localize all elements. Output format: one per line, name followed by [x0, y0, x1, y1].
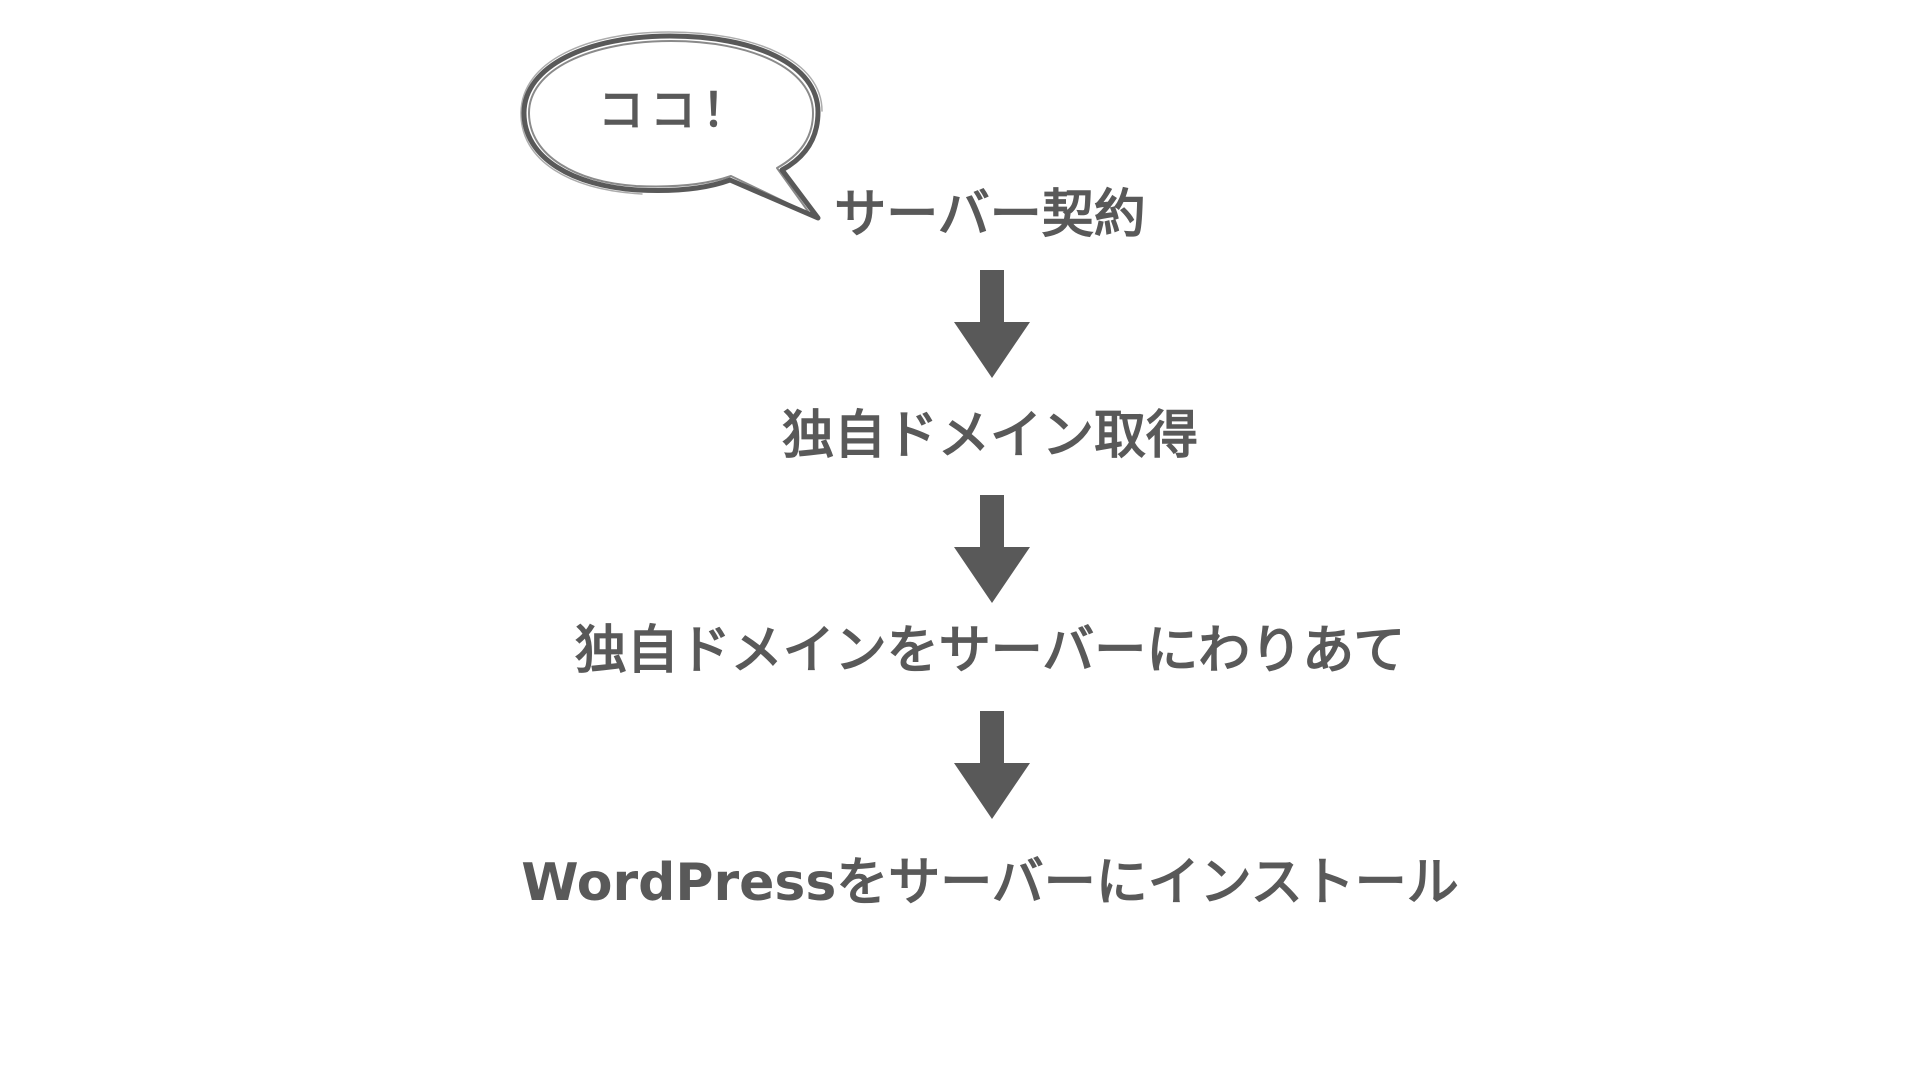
arrow-down-icon: [954, 495, 1030, 603]
step-assign-domain: 独自ドメインをサーバーにわりあて: [574, 621, 1406, 681]
callout-text: ココ！: [598, 83, 754, 137]
step-acquire-domain: 独自ドメイン取得: [781, 406, 1198, 466]
step-install-wordpress: WordPressをサーバーにインストール: [521, 853, 1459, 913]
step-server-contract: サーバー契約: [834, 185, 1146, 245]
arrow-down-icon: [954, 711, 1030, 819]
arrow-down-icon: [954, 270, 1030, 378]
speech-bubble-icon: [520, 31, 823, 221]
